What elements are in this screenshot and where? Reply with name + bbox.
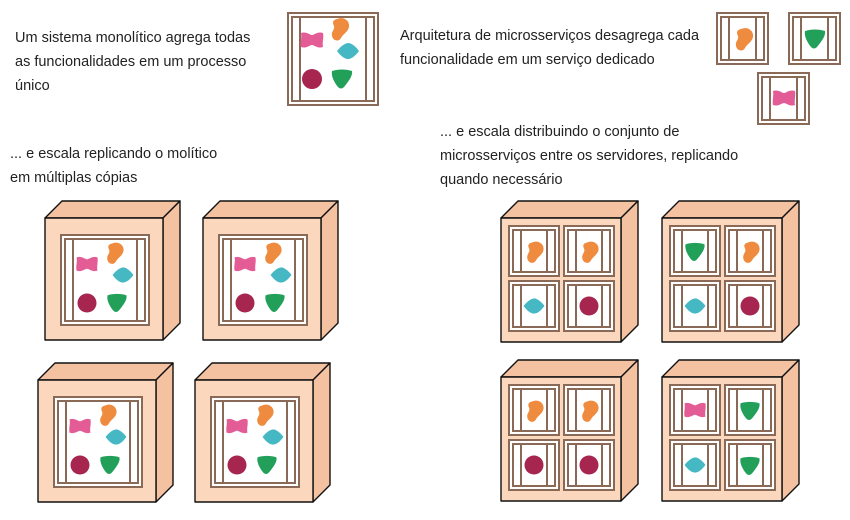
text-line: Arquitetura de microsserviços desagrega … (400, 28, 700, 44)
text-line: ... e escala distribuindo o conjunto de (440, 124, 680, 140)
replica-3-orange-shape (100, 404, 117, 426)
replica-3-green-shape (100, 455, 120, 474)
monolith-intro-text: Um sistema monolítico agrega todas as fu… (15, 26, 250, 98)
replica-frame-1 (60, 234, 150, 326)
microservice-orange-shape (735, 28, 754, 51)
text-line: único (15, 78, 50, 94)
monolith-green-shape (331, 69, 353, 89)
microservices-intro-text: Arquitetura de microsserviços desagrega … (400, 24, 699, 72)
replica-2-maroon-shape (235, 293, 255, 313)
server-2-green-shape (685, 242, 705, 261)
replica-4-orange-shape (257, 404, 274, 426)
replica-2-green-shape (265, 293, 285, 312)
server-cell-frame (724, 280, 776, 332)
replica-frame-4 (210, 396, 300, 488)
server-cell-frame (508, 280, 560, 332)
microservice-green-shape (804, 29, 826, 49)
replica-3-teal-shape (105, 429, 127, 445)
replica-2-orange-shape (265, 242, 282, 264)
monolith-pink-shape (300, 32, 324, 48)
replica-4-pink-shape (226, 418, 248, 434)
server-4-pink-shape (684, 402, 706, 418)
server-2-teal-shape (684, 298, 706, 314)
server-cell-frame (669, 280, 721, 332)
server-1-orange-shape (582, 241, 599, 263)
text-line: as funcionalidades em um processo (15, 54, 247, 70)
replica-2-pink-shape (234, 256, 256, 272)
server-1-orange-shape (527, 241, 544, 263)
text-line: quando necessário (440, 172, 563, 188)
server-3-orange-shape (527, 400, 544, 422)
replica-2-teal-shape (270, 267, 292, 283)
text-line: microsserviços entre os servidores, repl… (440, 148, 739, 164)
text-line: em múltiplas cópias (10, 170, 138, 186)
monolith-scale-text: ... e escala replicando o molítico em mú… (10, 142, 217, 190)
monolith-teal-shape (337, 43, 359, 59)
monolith-orange-shape (331, 18, 350, 41)
server-4-teal-shape (684, 457, 706, 473)
server-1-maroon-shape (579, 296, 599, 316)
replica-frame-2 (218, 234, 308, 326)
monolith-maroon-shape (302, 69, 322, 89)
replica-frame-3 (53, 396, 143, 488)
text-line: Um sistema monolítico agrega todas (15, 30, 251, 46)
server-2-maroon-shape (740, 296, 760, 316)
server-4-green-shape (740, 401, 760, 420)
text-line: ... e escala replicando o molítico (10, 146, 218, 162)
replica-1-teal-shape (112, 267, 134, 283)
replica-3-pink-shape (69, 418, 91, 434)
server-3-maroon-shape (524, 455, 544, 475)
microservice-frame-pink (757, 72, 810, 125)
server-3-maroon-shape (579, 455, 599, 475)
replica-1-maroon-shape (77, 293, 97, 313)
server-2-orange-shape (743, 241, 760, 263)
replica-1-green-shape (107, 293, 127, 312)
server-3-orange-shape (582, 400, 599, 422)
server-4-green-shape (740, 456, 760, 475)
microservices-scale-text: ... e escala distribuindo o conjunto de … (440, 120, 738, 192)
server-1-teal-shape (523, 298, 545, 314)
monolith-frame (287, 12, 379, 106)
replica-1-orange-shape (107, 242, 124, 264)
replica-4-teal-shape (262, 429, 284, 445)
replica-3-maroon-shape (70, 455, 90, 475)
replica-4-maroon-shape (227, 455, 247, 475)
replica-1-pink-shape (76, 256, 98, 272)
microservice-pink-shape (772, 90, 796, 106)
server-cell-frame (669, 225, 721, 277)
text-line: funcionalidade em um serviço dedicado (400, 52, 655, 68)
replica-4-green-shape (257, 455, 277, 474)
